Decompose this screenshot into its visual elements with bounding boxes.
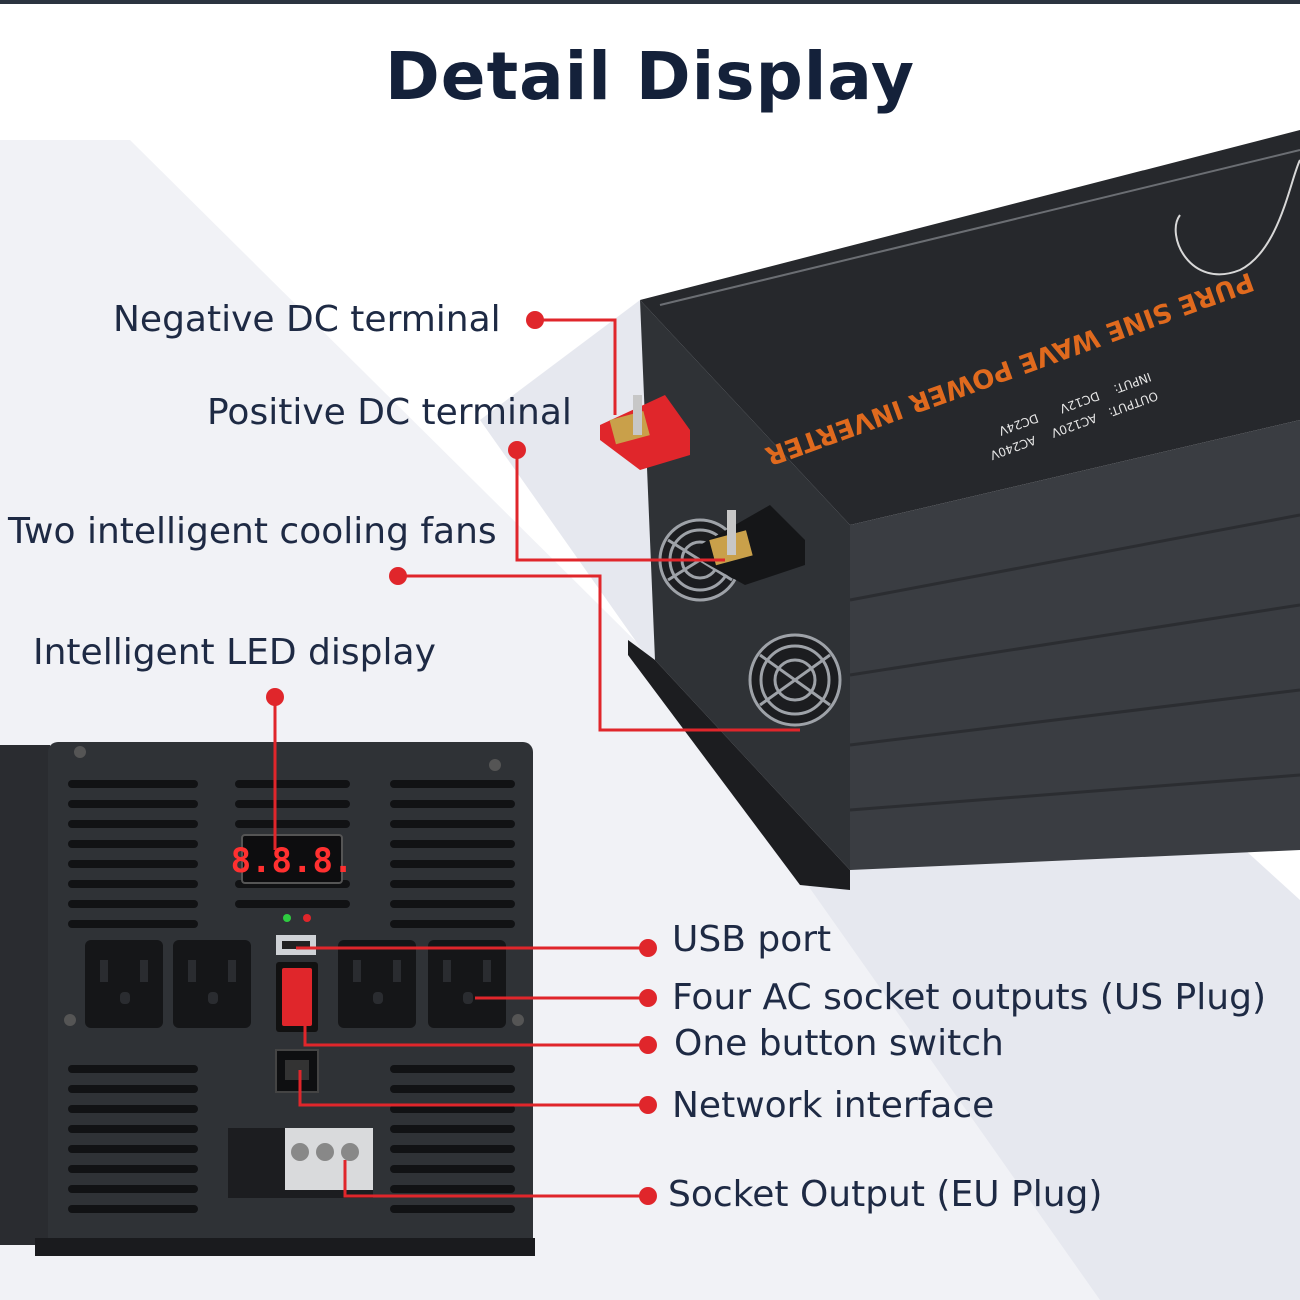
callout-cooling-fans: Two intelligent cooling fans xyxy=(8,511,497,552)
positive-dc-dot xyxy=(508,441,526,459)
cooling-fan xyxy=(748,633,842,727)
eu-output-dot xyxy=(639,1187,657,1205)
callout-network: Network interface xyxy=(672,1085,995,1126)
positive-dc-leader xyxy=(515,450,725,562)
page-title: Detail Display xyxy=(385,38,915,115)
callout-eu-output: Socket Output (EU Plug) xyxy=(668,1174,1103,1215)
callout-lines xyxy=(273,318,800,1198)
negative-terminal xyxy=(600,395,690,470)
callout-led-display: Intelligent LED display xyxy=(33,632,436,673)
button-switch-dot xyxy=(639,1036,657,1054)
callout-dots xyxy=(266,311,657,1205)
cooling-fans-leader xyxy=(398,574,800,732)
top-border xyxy=(0,0,1300,4)
callout-ac-outputs: Four AC socket outputs (US Plug) xyxy=(672,977,1266,1018)
usb-port-dot xyxy=(639,939,657,957)
callout-positive-dc: Positive DC terminal xyxy=(207,392,572,433)
network-dot xyxy=(639,1096,657,1114)
positive-terminal xyxy=(700,505,805,585)
inverter-front-panel: 8.8.8. xyxy=(0,742,535,1256)
network-leader xyxy=(298,1070,648,1107)
eu-output-leader xyxy=(343,1160,648,1198)
negative-dc-dot xyxy=(526,311,544,329)
led-readout: 8.8.8. xyxy=(231,841,354,881)
callout-button-switch: One button switch xyxy=(674,1023,1004,1064)
negative-dc-leader xyxy=(535,318,617,415)
callout-negative-dc: Negative DC terminal xyxy=(113,299,501,340)
led-display-dot xyxy=(266,688,284,706)
inverter-side-view xyxy=(600,130,1300,890)
cooling-fans-dot xyxy=(389,567,407,585)
button-switch-leader xyxy=(303,1000,648,1047)
ac-outputs-dot xyxy=(639,989,657,1007)
callout-usb-port: USB port xyxy=(672,919,832,960)
